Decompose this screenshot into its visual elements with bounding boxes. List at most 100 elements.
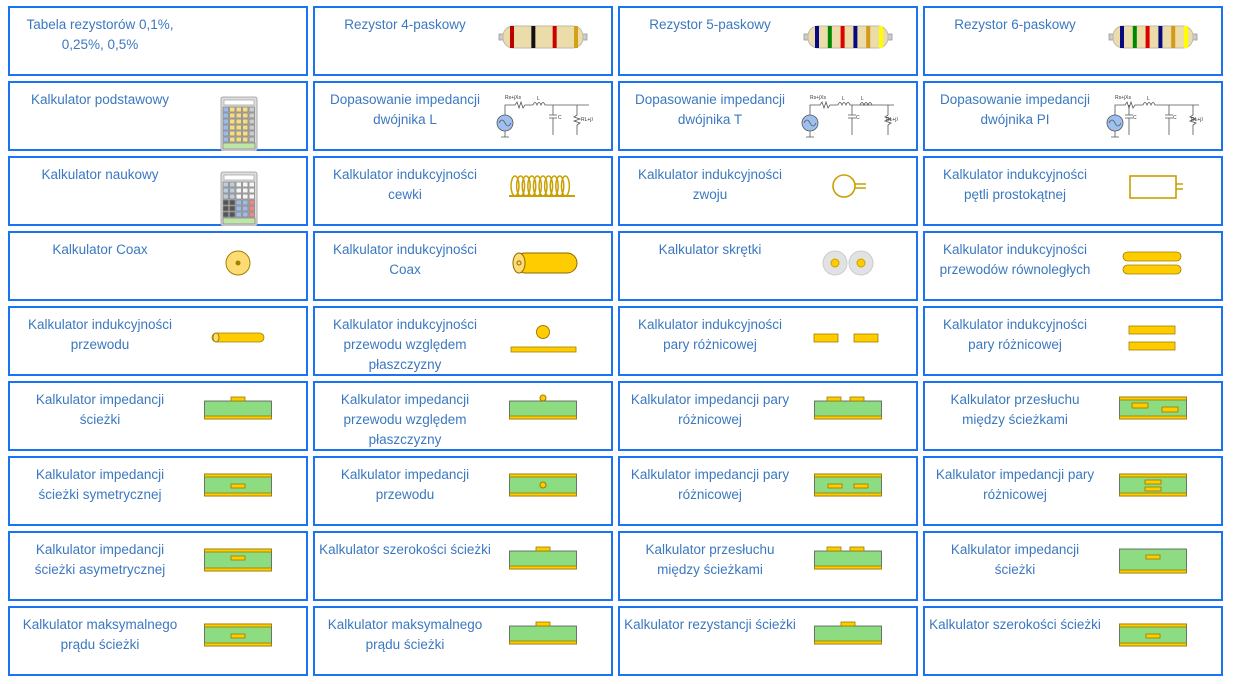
calculator-card[interactable]: Kalkulator indukcyjności Coax — [313, 231, 613, 301]
calculator-card[interactable]: Kalkulator przesłuchu między ścieżkami — [923, 381, 1223, 451]
calculator-card[interactable]: Kalkulator maksymalnego prądu ścieżki — [8, 606, 308, 676]
calculator-card[interactable]: Kalkulator impedancji przewodu względem … — [313, 381, 613, 451]
calculator-card[interactable]: Kalkulator impedancji pary różnicowej — [618, 381, 918, 451]
card-title: Rezystor 5-paskowy — [649, 17, 771, 32]
card-title: Kalkulator szerokości ścieżki — [319, 542, 491, 557]
calculator-card[interactable]: Kalkulator szerokości ścieżki — [313, 531, 613, 601]
calculator-card[interactable]: Kalkulator indukcyjności pętli prostokąt… — [923, 156, 1223, 226]
embedded-microstrip-icon — [1119, 548, 1187, 574]
asym-stripline-icon — [204, 548, 272, 572]
calculator-card[interactable]: Kalkulator indukcyjności pary różnicowej — [618, 306, 918, 376]
svg-text:L: L — [1147, 96, 1150, 102]
svg-text:RL+jXL: RL+jXL — [886, 117, 898, 123]
svg-text:RL+jXL: RL+jXL — [581, 117, 593, 123]
svg-text:C: C — [1173, 115, 1177, 121]
calculator-card[interactable]: Kalkulator impedancji ścieżki symetryczn… — [8, 456, 308, 526]
resistor-6-band-icon — [1108, 25, 1198, 49]
calculator-card[interactable]: Kalkulator indukcyjności przewodu — [8, 306, 308, 376]
calculator-card[interactable]: Kalkulator indukcyjności pary różnicowej — [923, 306, 1223, 376]
card-title: Kalkulator przesłuchu między ścieżkami — [950, 392, 1080, 427]
card-title: Dopasowanie impedancji dwójnika L — [329, 92, 481, 127]
svg-text:L: L — [537, 96, 540, 102]
card-title: Rezystor 4-paskowy — [344, 17, 466, 32]
card-title: Kalkulator impedancji pary różnicowej — [630, 392, 790, 427]
diff-microstrip-icon — [814, 546, 882, 570]
svg-text:Rs+jXs: Rs+jXs — [1115, 95, 1131, 101]
calculator-card[interactable]: Kalkulator Coax — [8, 231, 308, 301]
diff-microstrip-icon — [814, 396, 882, 420]
card-title: Tabela rezystorów 0,1%, 0,25%, 0,5% — [26, 17, 174, 52]
wire-icon — [211, 332, 265, 343]
coil-icon — [509, 175, 575, 197]
calculator-card[interactable]: Kalkulator impedancji ścieżki — [8, 381, 308, 451]
calculator-card[interactable]: Kalkulator naukowy — [8, 156, 308, 226]
calculator-card[interactable]: Kalkulator indukcyjności cewki — [313, 156, 613, 226]
calculator-card[interactable]: Kalkulator przesłuchu między ścieżkami — [618, 531, 918, 601]
card-title: Kalkulator impedancji ścieżki asymetrycz… — [34, 542, 166, 577]
card-title: Kalkulator maksymalnego prądu ścieżki — [22, 617, 178, 652]
parallel-wires-icon — [1122, 251, 1182, 275]
microstrip-icon — [204, 396, 272, 420]
resistor-4-band-icon — [498, 25, 588, 49]
card-title: Kalkulator maksymalnego prądu ścieżki — [327, 617, 483, 652]
calculator-card[interactable]: Kalkulator impedancji pary różnicowej — [923, 456, 1223, 526]
twisted-pair-icon — [822, 250, 874, 276]
calculator-card[interactable]: Rezystor 6-paskowy — [923, 6, 1223, 76]
svg-text:C: C — [856, 115, 860, 121]
card-title: Kalkulator indukcyjności cewki — [332, 167, 478, 202]
loop-icon — [832, 174, 866, 198]
calculator-card[interactable]: Kalkulator impedancji pary różnicowej — [618, 456, 918, 526]
svg-text:L: L — [861, 96, 864, 102]
card-title: Kalkulator impedancji ścieżki — [950, 542, 1080, 577]
card-title: Kalkulator indukcyjności pary różnicowej — [942, 317, 1088, 352]
calculator-card[interactable]: Tabela rezystorów 0,1%, 0,25%, 0,5% — [8, 6, 308, 76]
card-title: Rezystor 6-paskowy — [954, 17, 1076, 32]
svg-text:RL+jXL: RL+jXL — [1191, 117, 1203, 123]
calculator-card[interactable]: Kalkulator indukcyjności przewodu względ… — [313, 306, 613, 376]
card-title: Kalkulator naukowy — [41, 167, 159, 182]
card-title: Kalkulator impedancji pary różnicowej — [630, 467, 790, 502]
calculator-card[interactable]: Kalkulator skrętki — [618, 231, 918, 301]
calculator-card[interactable]: Kalkulator impedancji ścieżki asymetrycz… — [8, 531, 308, 601]
card-title: Kalkulator szerokości ścieżki — [929, 617, 1101, 632]
card-title: Kalkulator indukcyjności Coax — [332, 242, 478, 277]
wire-stripline-icon — [509, 473, 577, 497]
card-title: Kalkulator przesłuchu między ścieżkami — [645, 542, 775, 577]
calculator-card[interactable]: Rezystor 5-paskowy — [618, 6, 918, 76]
coax-end-icon — [225, 250, 251, 276]
calculator-card[interactable]: Rezystor 4-paskowy — [313, 6, 613, 76]
wire-microstrip-icon — [509, 394, 577, 420]
calculator-card[interactable]: Kalkulator impedancji ścieżki — [923, 531, 1223, 601]
calculator-icon — [220, 96, 258, 151]
stripline-icon — [1119, 623, 1187, 647]
calculator-card[interactable]: Kalkulator impedancji przewodu — [313, 456, 613, 526]
card-title: Kalkulator rezystancji ścieżki — [624, 617, 796, 632]
rect-loop-icon — [1129, 175, 1183, 199]
calculator-card[interactable]: Kalkulator indukcyjności zwoju — [618, 156, 918, 226]
calculator-card[interactable]: Kalkulator podstawowy — [8, 81, 308, 151]
calculator-card[interactable]: Kalkulator szerokości ścieżki — [923, 606, 1223, 676]
scientific-calculator-icon — [220, 171, 258, 226]
coax-cylinder-icon — [512, 252, 578, 274]
svg-text:C: C — [558, 115, 562, 121]
card-title: Kalkulator indukcyjności zwoju — [637, 167, 783, 202]
card-title: Kalkulator impedancji pary różnicowej — [935, 467, 1095, 502]
calculator-card[interactable]: Kalkulator rezystancji ścieżki — [618, 606, 918, 676]
card-title: Kalkulator indukcyjności pary różnicowej — [637, 317, 783, 352]
card-title: Dopasowanie impedancji dwójnika T — [634, 92, 786, 127]
card-title: Kalkulator impedancji przewodu — [340, 467, 470, 502]
microstrip-icon — [509, 621, 577, 645]
card-title: Kalkulator podstawowy — [30, 92, 170, 107]
wire-over-plane-icon — [510, 325, 577, 353]
card-title: Kalkulator indukcyjności przewodu — [27, 317, 173, 352]
card-title: Kalkulator impedancji ścieżki symetryczn… — [35, 467, 165, 502]
calculator-card[interactable]: Kalkulator indukcyjności przewodów równo… — [923, 231, 1223, 301]
diff-pair-stacked-icon — [1128, 325, 1176, 351]
svg-text:C: C — [1133, 115, 1137, 121]
calculator-card[interactable]: Kalkulator maksymalnego prądu ścieżki — [313, 606, 613, 676]
